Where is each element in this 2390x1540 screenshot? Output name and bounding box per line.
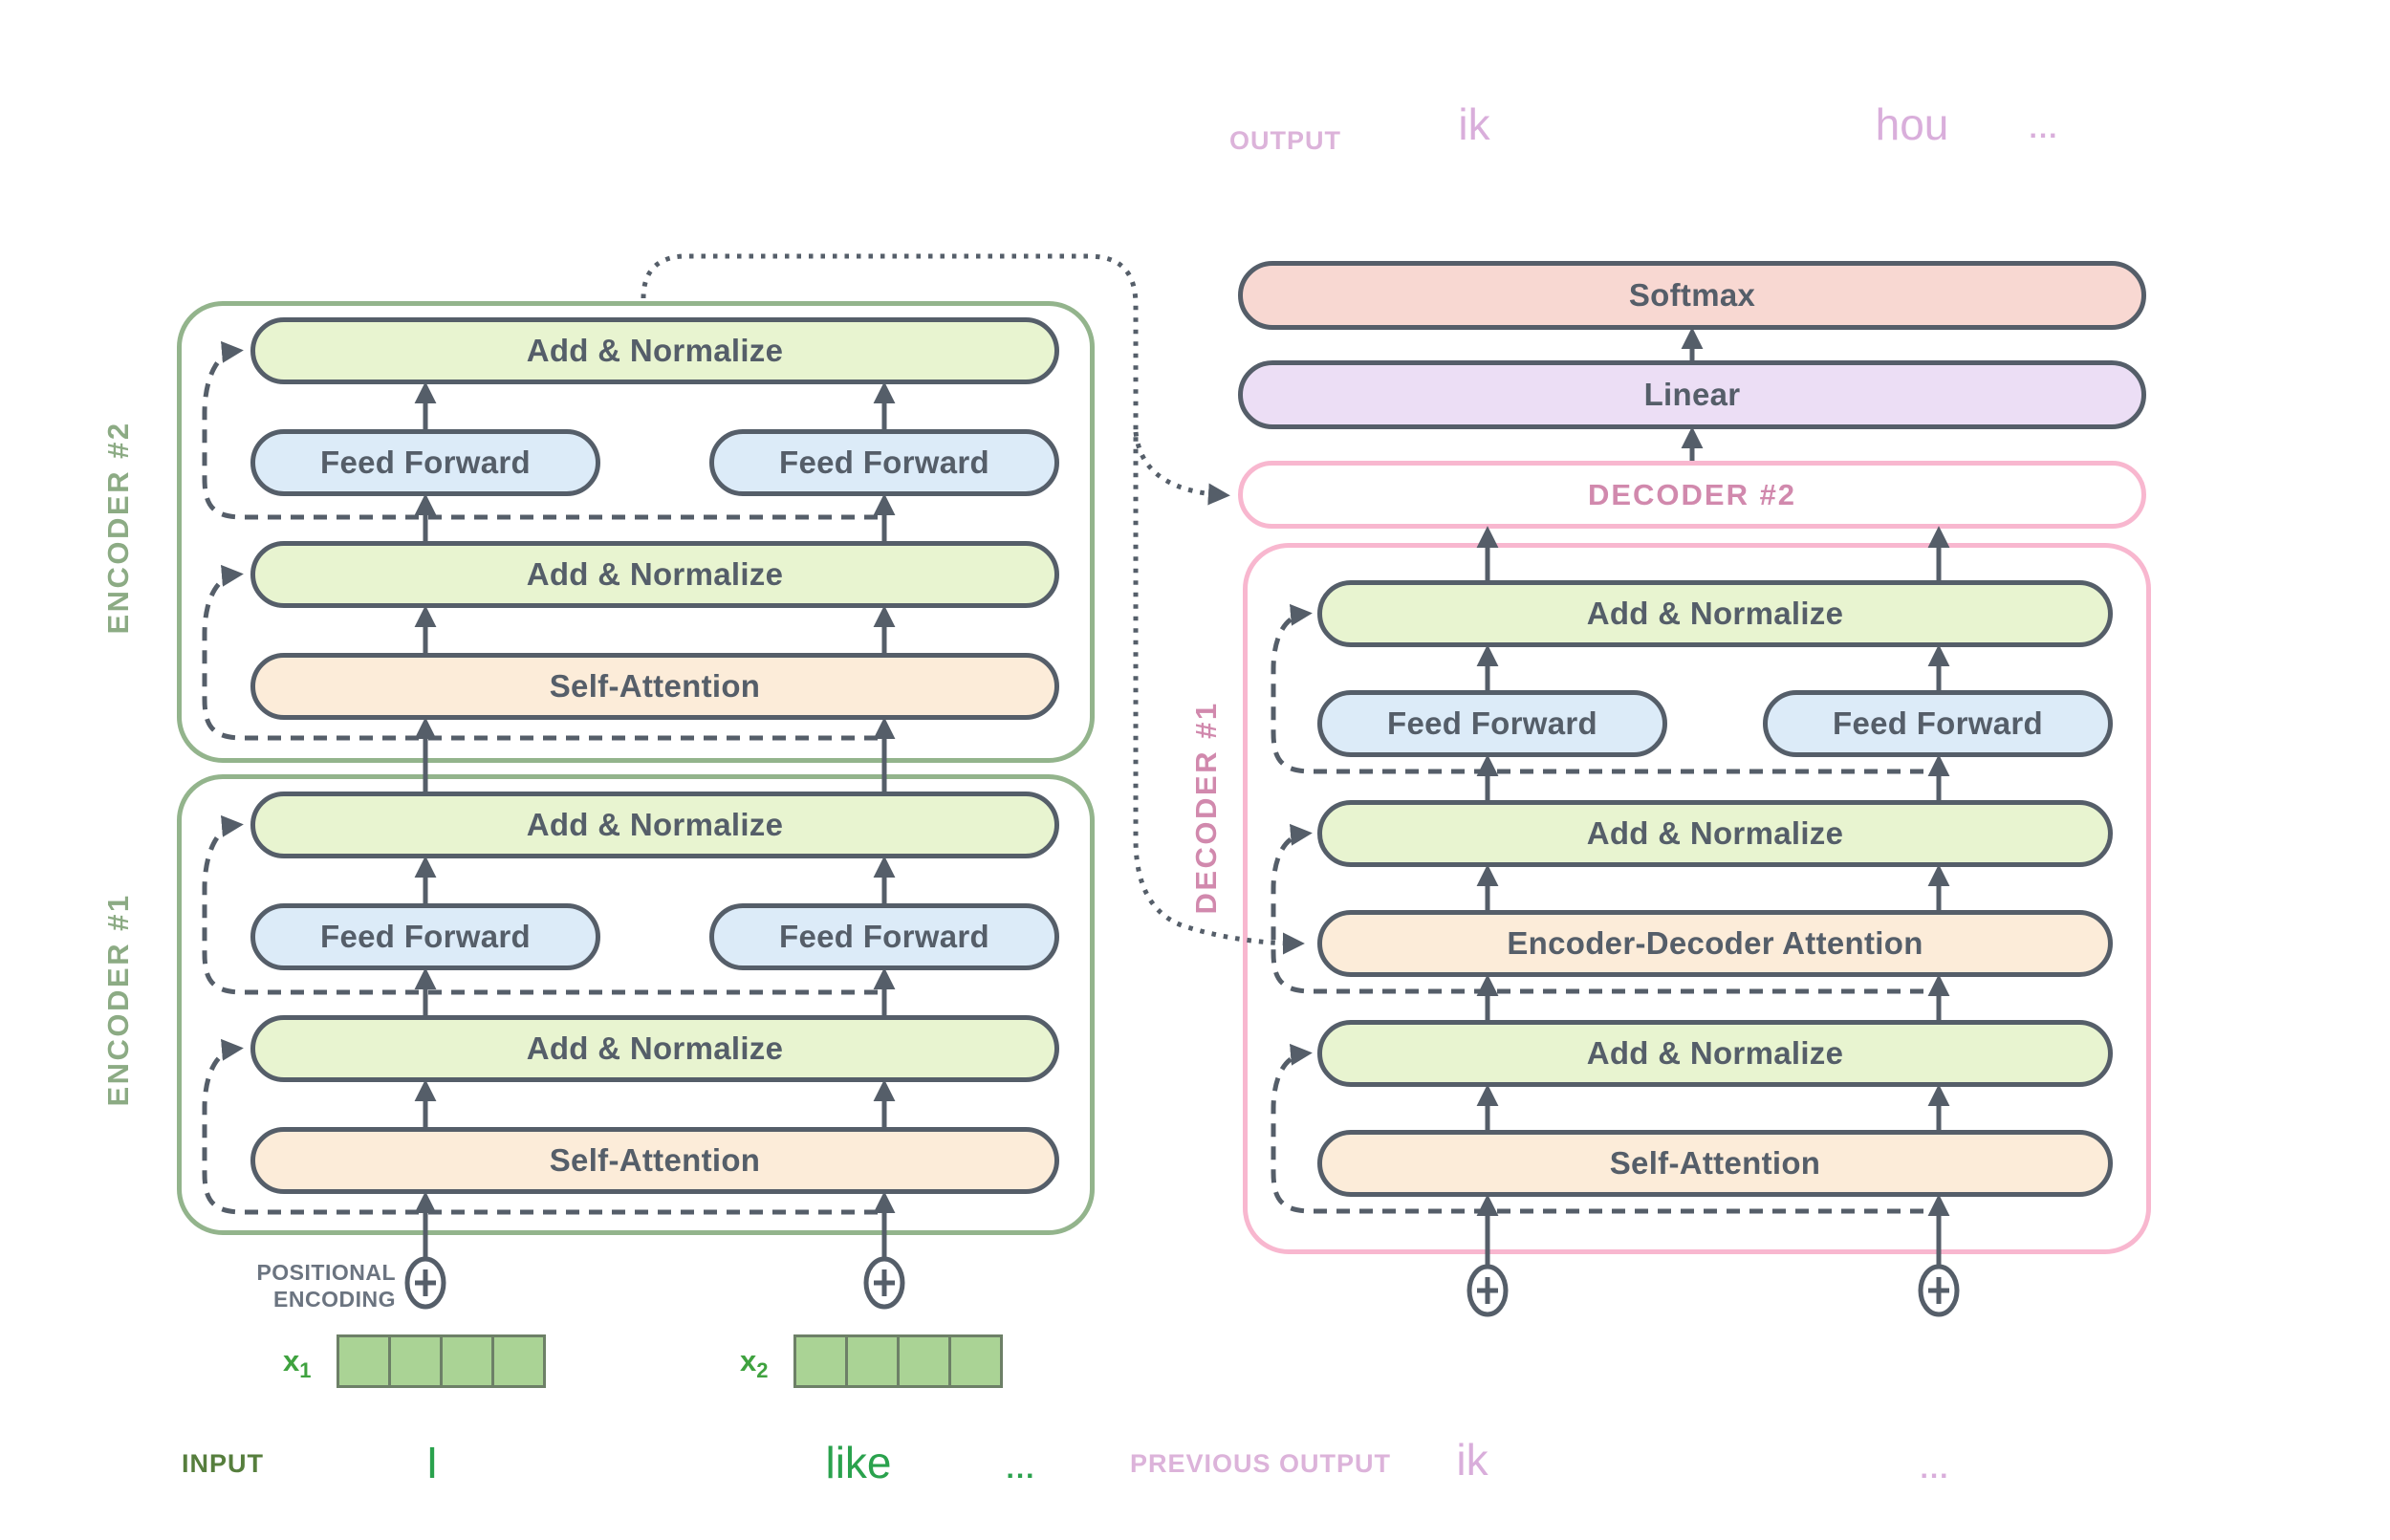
encoder1-residual-dashes	[202, 814, 878, 1215]
plus-circle-icon	[404, 1256, 446, 1310]
input-word: I	[425, 1438, 439, 1487]
decoder1-self-attention: Self-Attention	[1317, 1130, 2113, 1197]
decoder1-feed-forward-right: Feed Forward	[1763, 690, 2113, 757]
encoder1-arrows	[414, 856, 896, 1258]
previous-output-row-label: PREVIOUS OUTPUT	[1130, 1449, 1392, 1478]
input-ellipsis: ...	[1006, 1453, 1036, 1485]
decoder1-add-normalize-2: Add & Normalize	[1317, 800, 2113, 867]
positional-add-icons	[404, 1256, 1960, 1317]
decoder1-feed-forward-left: Feed Forward	[1317, 690, 1667, 757]
plus-circle-icon	[1467, 1264, 1509, 1317]
encoder-to-decoder-dotted-path	[641, 253, 1305, 955]
output-ellipsis: ...	[2029, 113, 2059, 144]
vector-cell	[443, 1337, 494, 1385]
encoder2-feed-forward-right: Feed Forward	[709, 429, 1059, 496]
vector-cell	[951, 1337, 1000, 1385]
decoder1-arrows	[1476, 526, 1950, 1266]
encoder1-add-normalize-1: Add & Normalize	[250, 1015, 1059, 1082]
encoder2-add-normalize-1: Add & Normalize	[250, 541, 1059, 608]
vector-cell	[900, 1337, 951, 1385]
vector-cell	[391, 1337, 443, 1385]
encoder1-add-normalize-2: Add & Normalize	[250, 792, 1059, 858]
x2-vector	[793, 1334, 1003, 1388]
softmax-box: Softmax	[1238, 261, 2146, 330]
encoder1-feed-forward-left: Feed Forward	[250, 903, 600, 970]
output-word: ik	[1458, 99, 1490, 149]
encoder2-residual-dashes	[202, 340, 878, 741]
input-row-label: INPUT	[182, 1449, 264, 1478]
encoder2-container	[177, 301, 1095, 763]
decoder2-box: DECODER #2	[1238, 461, 2146, 529]
linear-box: Linear	[1238, 360, 2146, 429]
encoder2-add-normalize-2: Add & Normalize	[250, 317, 1059, 384]
positional-encoding-label: POSITIONAL ENCODING	[220, 1259, 396, 1312]
vector-cell	[494, 1337, 543, 1385]
x1-vector	[337, 1334, 546, 1388]
decoder1-container	[1243, 543, 2151, 1254]
encoder1-label: ENCODER #1	[101, 893, 135, 1107]
positional-encoding-line2: ENCODING	[273, 1287, 396, 1312]
output-row-label: OUTPUT	[1229, 126, 1341, 155]
encoder1-feed-forward-right: Feed Forward	[709, 903, 1059, 970]
vector-cell	[848, 1337, 900, 1385]
x2-vector-label: x2	[740, 1344, 769, 1383]
output-word: hou	[1875, 99, 1949, 149]
previous-output-ellipsis: ...	[1920, 1453, 1950, 1485]
encoder2-self-attention: Self-Attention	[250, 653, 1059, 720]
vector-cell	[339, 1337, 391, 1385]
decoder1-encoder-decoder-attention: Encoder-Decoder Attention	[1317, 910, 2113, 977]
x1-vector-label: x1	[283, 1344, 312, 1383]
encoder1-container	[177, 774, 1095, 1235]
encoder-gap-arrows	[414, 717, 896, 792]
decoder1-add-normalize-3: Add & Normalize	[1317, 580, 2113, 647]
positional-encoding-line1: POSITIONAL	[256, 1260, 396, 1285]
decoder1-label: DECODER #1	[1189, 701, 1223, 915]
plus-circle-icon	[1918, 1264, 1960, 1317]
decoder1-add-normalize-1: Add & Normalize	[1317, 1020, 2113, 1087]
encoder2-label: ENCODER #2	[101, 421, 135, 635]
decoder1-residual-dashes	[1271, 603, 1923, 1214]
input-word: like	[825, 1438, 892, 1487]
vector-cell	[796, 1337, 848, 1385]
encoder1-self-attention: Self-Attention	[250, 1127, 1059, 1194]
previous-output-word: ik	[1456, 1435, 1488, 1485]
encoder2-feed-forward-left: Feed Forward	[250, 429, 600, 496]
plus-circle-icon	[863, 1256, 905, 1310]
encoder2-arrows	[414, 381, 896, 653]
